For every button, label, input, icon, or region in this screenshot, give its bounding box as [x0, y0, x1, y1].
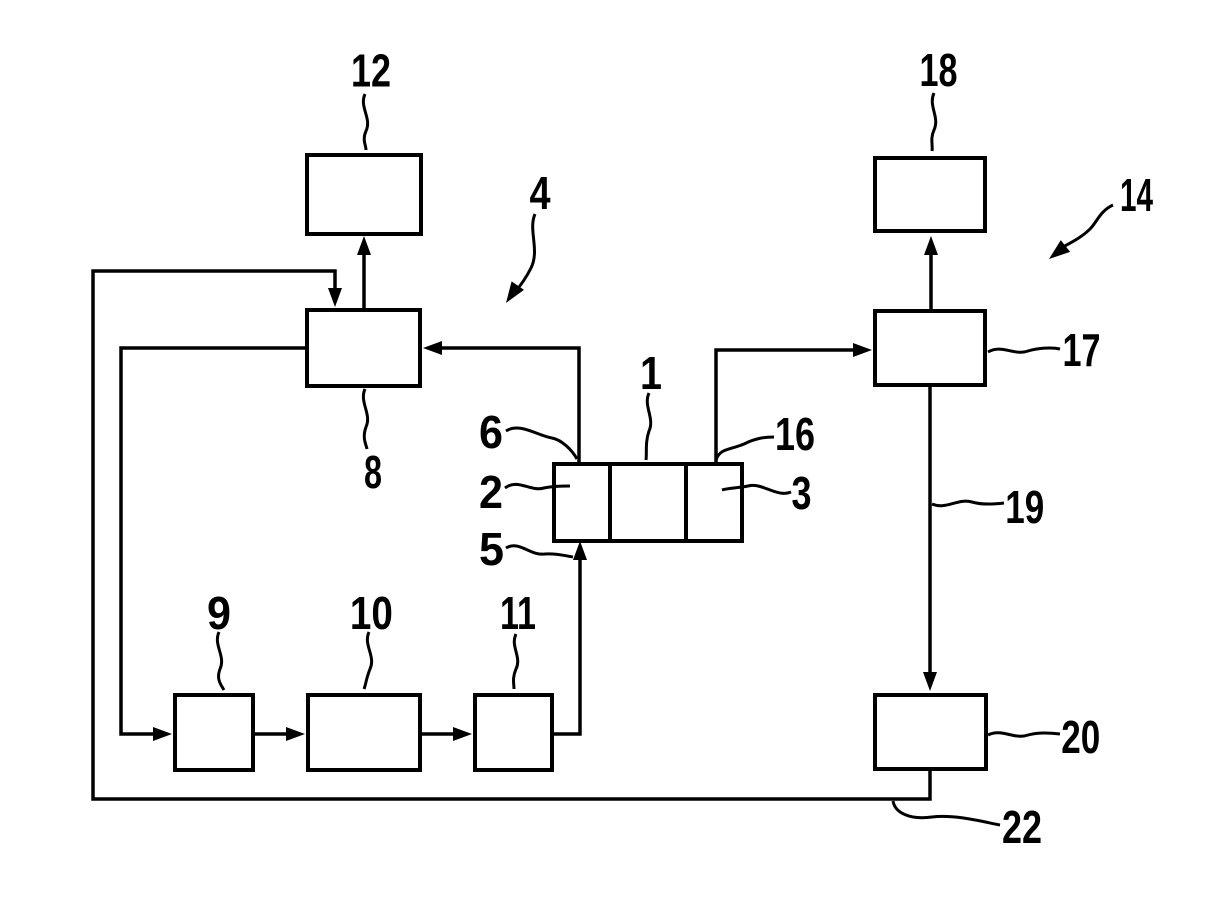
- svg-text:17: 17: [1063, 324, 1101, 376]
- svg-text:4: 4: [530, 167, 551, 219]
- svg-text:16: 16: [775, 408, 815, 460]
- svg-text:3: 3: [792, 467, 812, 519]
- svg-text:5: 5: [479, 523, 504, 575]
- svg-text:8: 8: [364, 446, 382, 498]
- svg-text:12: 12: [351, 45, 391, 97]
- svg-text:9: 9: [207, 587, 231, 639]
- svg-text:22: 22: [1002, 801, 1042, 853]
- svg-text:20: 20: [1061, 711, 1100, 763]
- svg-text:6: 6: [479, 406, 503, 458]
- svg-text:19: 19: [1005, 481, 1044, 533]
- svg-text:18: 18: [920, 44, 958, 96]
- svg-text:11: 11: [500, 587, 536, 639]
- svg-text:14: 14: [1120, 169, 1153, 221]
- svg-text:1: 1: [640, 347, 662, 399]
- svg-text:2: 2: [479, 466, 503, 518]
- svg-text:10: 10: [350, 587, 393, 639]
